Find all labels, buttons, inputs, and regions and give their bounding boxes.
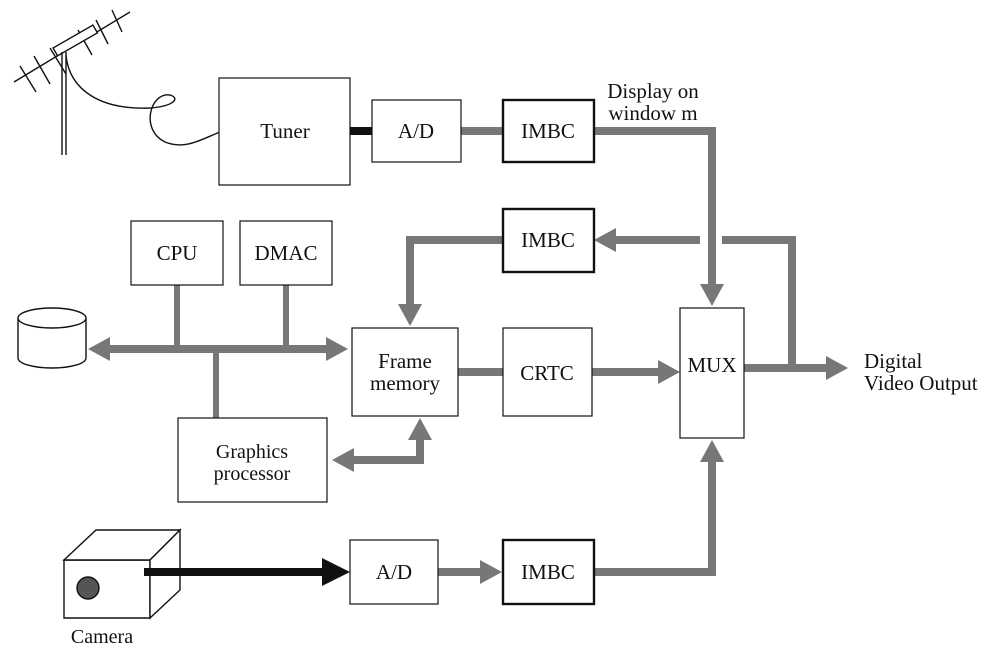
mux-box	[679, 307, 745, 439]
crtc-label: CRTC	[520, 361, 574, 385]
disk-icon	[17, 307, 87, 369]
cpu-label: CPU	[157, 241, 198, 265]
frame-memory-box	[351, 327, 459, 417]
crtc-box	[502, 327, 593, 417]
memory-label: memory	[370, 371, 440, 395]
ad-bottom-box	[349, 539, 439, 605]
imbc-top-label: IMBC	[521, 119, 575, 143]
window-m-label: window m	[608, 101, 697, 125]
imbc-bottom-box	[501, 538, 596, 606]
imbc-top-box	[501, 98, 596, 164]
dmac-box	[239, 220, 333, 286]
ad-top-label: A/D	[398, 119, 434, 143]
imbc-mid-label: IMBC	[521, 228, 575, 252]
mux-label: MUX	[687, 353, 736, 377]
imbc-mid-box	[501, 207, 596, 274]
tuner-label: Tuner	[260, 119, 309, 143]
cpu-box	[130, 220, 224, 286]
display-on-label: Display on	[607, 79, 699, 103]
camera-label: Camera	[71, 626, 133, 648]
ad-bottom-label: A/D	[376, 560, 412, 584]
ad-top-box	[371, 99, 462, 163]
graphics-label: Graphics	[216, 441, 288, 463]
antenna-icon	[13, 9, 221, 155]
tuner-box	[218, 77, 351, 186]
video-output-label: Video Output	[864, 371, 978, 395]
graphics-processor-box	[177, 417, 328, 503]
imbc-bottom-label: IMBC	[521, 560, 575, 584]
digital-label: Digital	[864, 349, 922, 373]
frame-label: Frame	[378, 349, 432, 373]
processor-label: processor	[214, 463, 291, 485]
dmac-label: DMAC	[254, 241, 317, 265]
